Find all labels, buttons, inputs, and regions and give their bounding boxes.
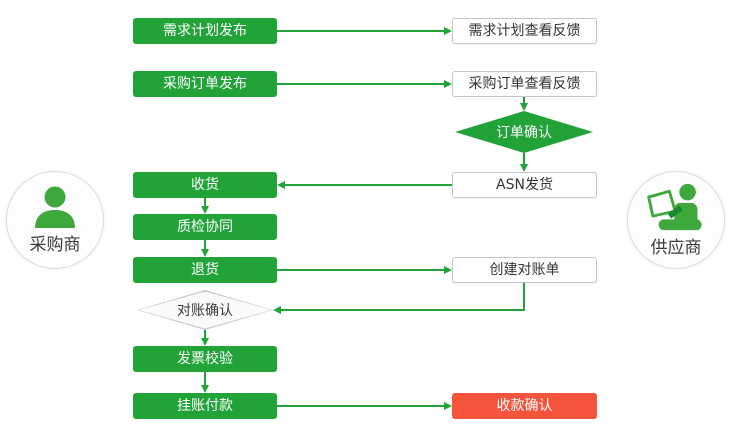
actor-buyer: 采购商 — [6, 171, 104, 269]
node-order-confirm-decision: 订单确认 — [455, 111, 593, 153]
node-statement-confirm-decision: 对账确认 — [137, 290, 273, 330]
node-receive: 收货 — [133, 172, 277, 198]
actor-supplier: 供应商 — [627, 171, 725, 269]
node-payment-confirm: 收款确认 — [452, 393, 597, 419]
node-quality-collab: 质检协同 — [133, 214, 277, 240]
person-laptop-icon — [647, 183, 702, 230]
node-invoice-check: 发票校验 — [133, 346, 277, 372]
node-create-statement: 创建对账单 — [452, 257, 597, 283]
actor-buyer-label: 采购商 — [29, 234, 81, 255]
node-demand-plan-publish: 需求计划发布 — [133, 18, 277, 44]
node-pending-payment: 挂账付款 — [133, 393, 277, 419]
arrow-statement-to-confirm — [273, 283, 525, 314]
node-demand-plan-feedback: 需求计划查看反馈 — [452, 18, 597, 44]
actor-supplier-label: 供应商 — [650, 237, 702, 258]
node-po-feedback: 采购订单查看反馈 — [452, 71, 597, 97]
node-return-goods: 退货 — [133, 257, 277, 283]
node-po-publish: 采购订单发布 — [133, 71, 277, 97]
node-asn-ship: ASN发货 — [452, 172, 597, 198]
node-order-confirm-label: 订单确认 — [496, 125, 552, 141]
person-icon — [35, 186, 75, 228]
node-statement-confirm-label: 对账确认 — [177, 303, 233, 319]
